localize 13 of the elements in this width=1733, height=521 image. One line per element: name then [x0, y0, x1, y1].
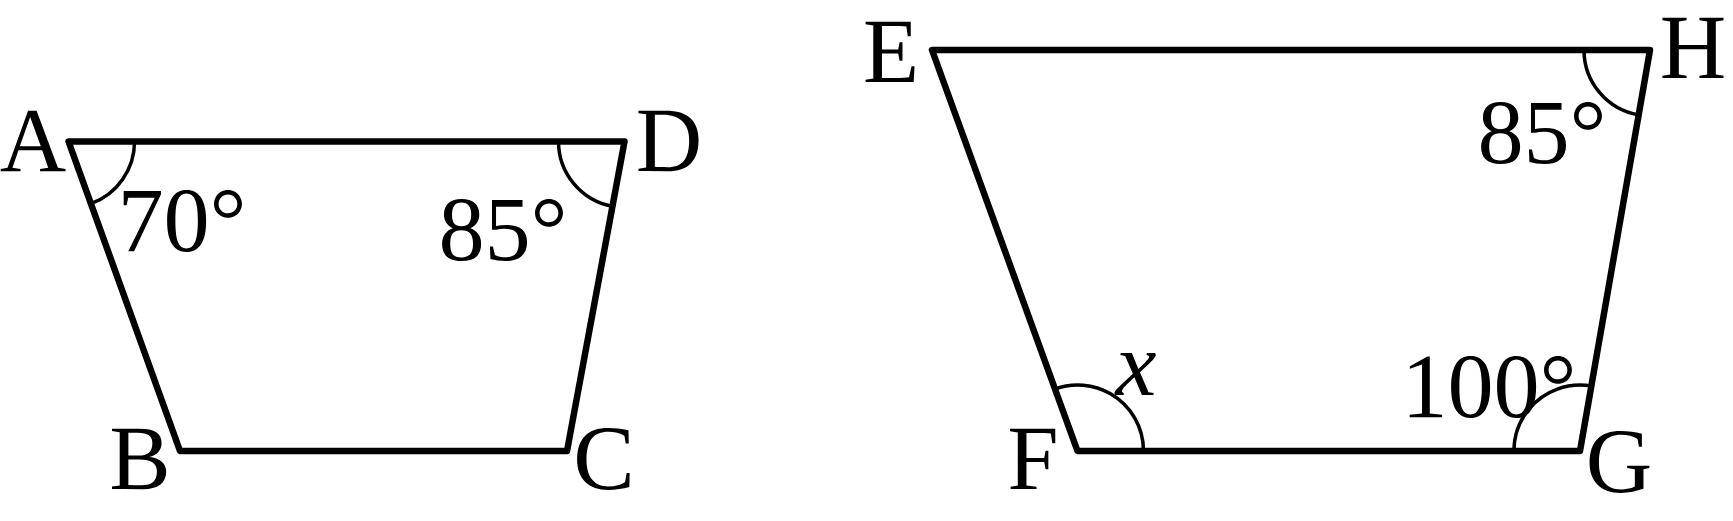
vertex-label: D	[638, 110, 699, 172]
vertex-label: C	[577, 428, 630, 490]
vertex-label: G	[1589, 431, 1650, 493]
angle-label: 100°	[1409, 355, 1572, 418]
angle-label: 85°	[442, 198, 563, 261]
angle-label: 70°	[123, 189, 242, 252]
vertex-label: B	[112, 428, 167, 490]
angle-label: 85°	[1481, 101, 1602, 164]
angle-label: x	[1114, 352, 1156, 396]
vertex-label: F	[1010, 428, 1056, 490]
vertex-label: A	[0, 110, 66, 172]
vertex-label: E	[865, 21, 915, 83]
vertex-label: H	[1662, 17, 1724, 79]
